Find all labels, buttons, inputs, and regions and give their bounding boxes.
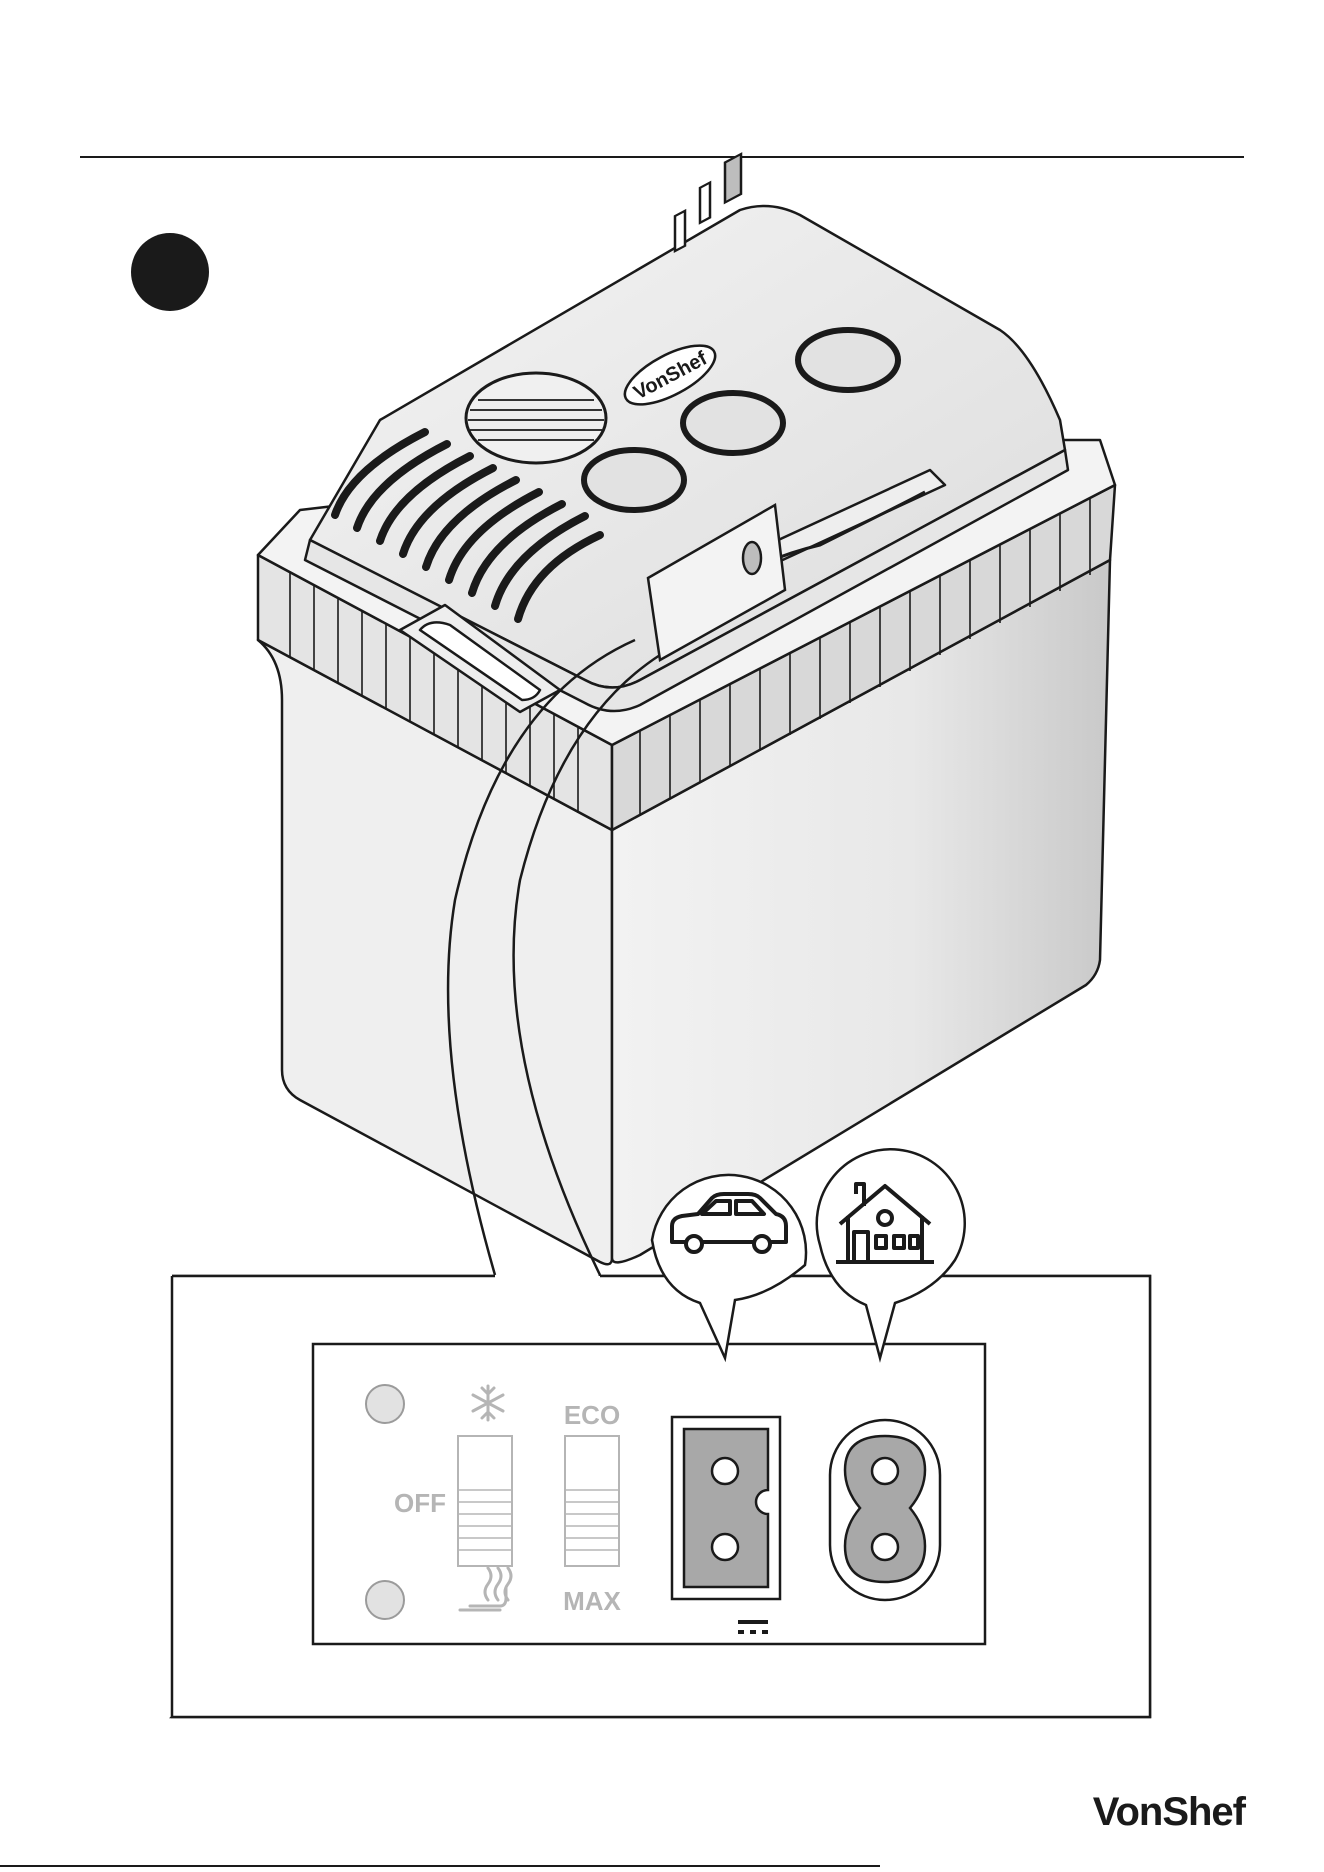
fan-grille xyxy=(466,373,606,463)
indicator-light-bottom xyxy=(366,1581,404,1619)
indicator-light-top xyxy=(366,1385,404,1423)
dc-socket[interactable] xyxy=(672,1417,780,1599)
max-label: MAX xyxy=(563,1586,621,1616)
bottom-rule xyxy=(0,1865,880,1867)
brand-logo: VonShef xyxy=(1093,1790,1245,1835)
cool-heat-slider[interactable] xyxy=(458,1436,512,1566)
ac-socket[interactable] xyxy=(830,1420,940,1600)
off-label: OFF xyxy=(394,1488,446,1518)
eco-max-slider[interactable] xyxy=(565,1436,619,1566)
eco-label: ECO xyxy=(564,1400,620,1430)
